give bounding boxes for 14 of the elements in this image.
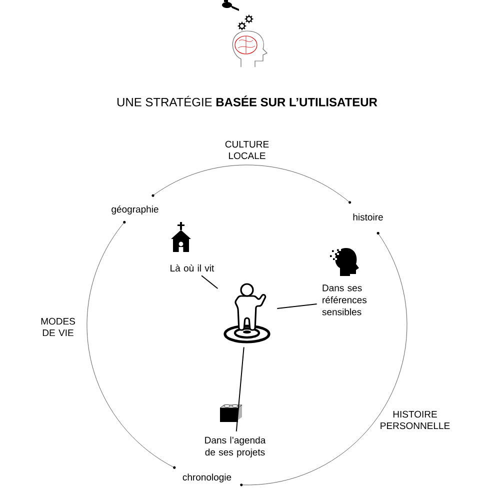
arc-label: chronologie xyxy=(182,474,232,482)
caption-text: Dans ses références sensibles xyxy=(322,284,367,316)
section-heading: HISTOIRE PERSONNELLE xyxy=(380,410,450,430)
section-heading: CULTURE LOCALE xyxy=(225,140,269,160)
place-label: Là où il vit xyxy=(170,264,214,272)
arc-label: histoire xyxy=(353,214,383,220)
person-on-target-drawing xyxy=(224,283,270,344)
title: UNE STRATÉGIE BASÉE SUR L’UTILISATEUR xyxy=(117,96,378,106)
section-heading: MODES DE VIE xyxy=(41,318,75,336)
caption-text: Dans l’agenda de ses projets xyxy=(205,436,266,458)
connector-line xyxy=(236,346,244,432)
connector-line xyxy=(276,304,318,310)
arc-label: géographie xyxy=(112,206,158,214)
connector-line xyxy=(201,275,218,290)
